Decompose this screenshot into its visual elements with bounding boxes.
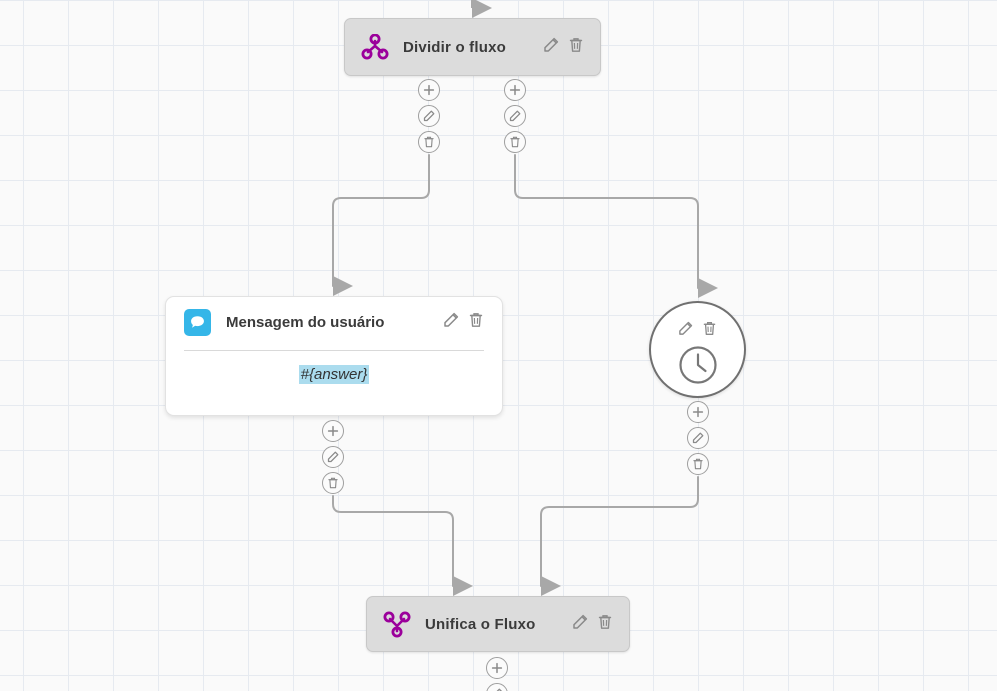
node-toolbar: [421, 312, 484, 333]
delete-icon[interactable]: [687, 453, 709, 475]
add-icon[interactable]: [486, 657, 508, 679]
edge-split-to-message: [332, 154, 430, 296]
node-dividir-o-fluxo[interactable]: Dividir o fluxo: [344, 18, 601, 76]
action-stack-split-right: [504, 79, 526, 153]
split-flow-icon: [361, 34, 389, 60]
edit-icon[interactable]: [687, 427, 709, 449]
edit-icon[interactable]: [418, 105, 440, 127]
node-delay[interactable]: [649, 301, 746, 398]
clock-icon: [677, 344, 719, 391]
edge-split-to-delay: [514, 154, 718, 298]
delete-icon[interactable]: [568, 37, 584, 58]
add-icon[interactable]: [504, 79, 526, 101]
edit-icon[interactable]: [486, 683, 508, 691]
delete-icon[interactable]: [322, 472, 344, 494]
edit-icon[interactable]: [678, 321, 693, 341]
add-icon[interactable]: [687, 401, 709, 423]
delete-icon[interactable]: [702, 321, 717, 341]
edit-icon[interactable]: [572, 614, 588, 635]
delete-icon[interactable]: [597, 614, 613, 635]
node-toolbar: [678, 321, 717, 341]
chat-bubble-icon: [184, 309, 211, 336]
merge-flow-icon: [383, 610, 411, 638]
action-stack-delay-out: [687, 401, 709, 475]
edit-icon[interactable]: [443, 312, 459, 333]
add-icon[interactable]: [418, 79, 440, 101]
delete-icon[interactable]: [418, 131, 440, 153]
edge-delay-to-merge: [540, 476, 699, 596]
action-stack-split-left: [418, 79, 440, 153]
card-body: #{answer}: [184, 351, 484, 386]
delete-icon[interactable]: [504, 131, 526, 153]
answer-variable-token[interactable]: #{answer}: [298, 365, 370, 384]
edit-icon[interactable]: [504, 105, 526, 127]
card-header: Mensagem do usuário: [184, 309, 484, 336]
node-mensagem-do-usuario[interactable]: Mensagem do usuário: [165, 296, 503, 416]
node-toolbar: [521, 37, 584, 58]
node-title: Unifica o Fluxo: [425, 615, 536, 633]
delete-icon[interactable]: [468, 312, 484, 333]
node-toolbar: [550, 614, 613, 635]
node-unifica-o-fluxo[interactable]: Unifica o Fluxo: [366, 596, 630, 652]
action-stack-merge-out: [486, 657, 508, 691]
edit-icon[interactable]: [543, 37, 559, 58]
node-title: Mensagem do usuário: [226, 314, 385, 331]
action-stack-message-out: [322, 420, 344, 494]
node-title: Dividir o fluxo: [403, 38, 507, 56]
card-divider: [184, 350, 484, 351]
edge-message-to-merge: [332, 495, 473, 596]
edit-icon[interactable]: [322, 446, 344, 468]
add-icon[interactable]: [322, 420, 344, 442]
